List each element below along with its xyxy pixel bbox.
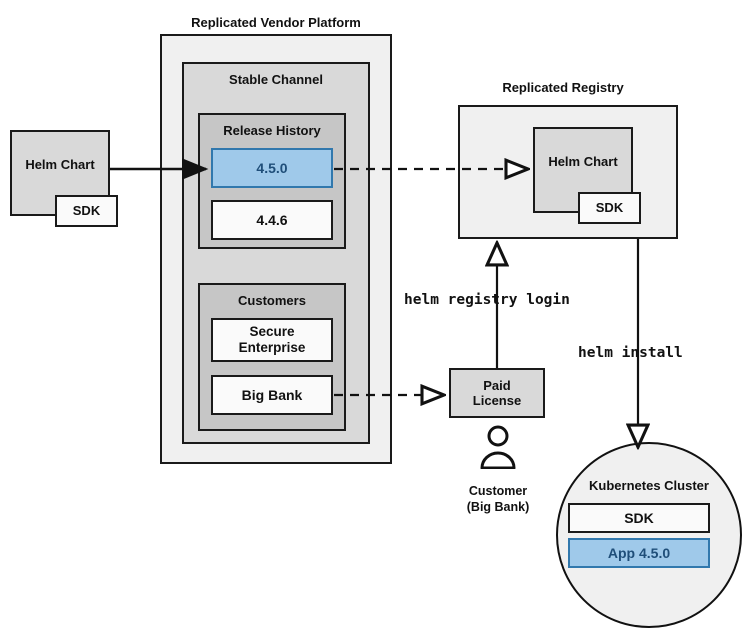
customer-actor-line1: Customer: [468, 484, 528, 498]
left-sdk-box[interactable]: SDK: [55, 195, 118, 227]
registry-helm-chart-label: Helm Chart: [548, 154, 618, 170]
customers-label: Customers: [238, 293, 306, 308]
cluster-app-label: App 4.5.0: [607, 544, 671, 561]
customer-item-big-bank[interactable]: Big Bank: [211, 375, 333, 415]
helm-registry-login-label: helm registry login: [404, 292, 570, 308]
customer-item-secure-enterprise[interactable]: Secure Enterprise: [211, 318, 333, 362]
kubernetes-cluster-circle: [556, 442, 742, 628]
person-icon: [480, 425, 516, 469]
release-item-label: 4.4.6: [256, 211, 288, 228]
kubernetes-cluster-title: Kubernetes Cluster: [589, 478, 709, 493]
customer-actor-line2: (Big Bank): [466, 499, 530, 514]
customer-actor-caption: Customer (Big Bank): [423, 484, 573, 515]
registry-sdk-label: SDK: [595, 200, 624, 216]
left-sdk-label: SDK: [72, 203, 101, 219]
cluster-sdk-label: SDK: [624, 509, 654, 526]
release-item-label: 4.5.0: [256, 159, 288, 176]
cluster-sdk-box[interactable]: SDK: [568, 503, 710, 533]
vendor-platform-title: Replicated Vendor Platform: [191, 15, 361, 30]
paid-license-box[interactable]: Paid License: [449, 368, 545, 418]
release-item-4-5-0[interactable]: 4.5.0: [211, 148, 333, 188]
paid-license-label: Paid License: [472, 377, 522, 408]
registry-sdk-box[interactable]: SDK: [578, 192, 641, 224]
registry-title: Replicated Registry: [502, 80, 624, 95]
cluster-app-box[interactable]: App 4.5.0: [568, 538, 710, 568]
stable-channel-label: Stable Channel: [229, 72, 323, 87]
customer-item-label: Secure Enterprise: [238, 324, 306, 355]
customer-item-label: Big Bank: [241, 386, 303, 403]
left-helm-chart-label: Helm Chart: [25, 157, 95, 173]
helm-install-label: helm install: [578, 345, 683, 361]
release-history-label: Release History: [223, 123, 321, 138]
release-item-4-4-6[interactable]: 4.4.6: [211, 200, 333, 240]
